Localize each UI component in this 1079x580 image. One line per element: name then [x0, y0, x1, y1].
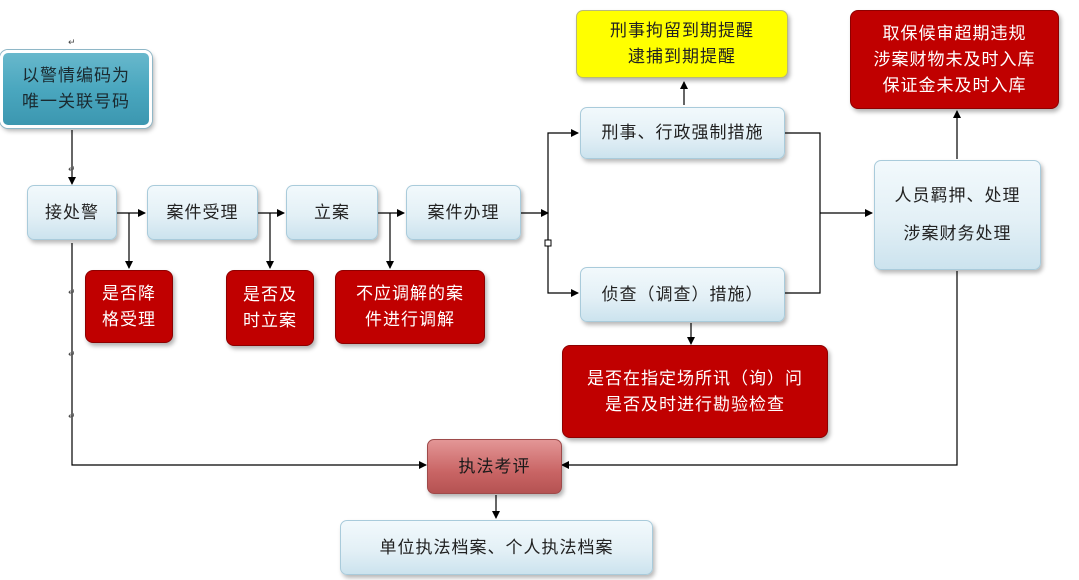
node-detention-reminder: 刑事拘留到期提醒 逮捕到期提醒: [576, 10, 788, 78]
node-alarm-code-line-2: 唯一关联号码: [22, 92, 130, 112]
node-alarm-code-line-1: 以警情编码为: [22, 66, 130, 86]
node-law-enforcement-evaluation-label: 执法考评: [458, 456, 531, 477]
node-case-accept: 案件受理: [147, 185, 258, 240]
node-detention-reminder-line-2: 逮捕到期提醒: [628, 47, 736, 67]
node-file-case-label: 立案: [314, 202, 350, 223]
node-detention-reminder-line-1: 刑事拘留到期提醒: [610, 21, 754, 41]
node-check-timely-filing: 是否及 时立案: [226, 270, 314, 346]
node-bail-violation-line-1: 取保候审超期违规: [882, 23, 1027, 44]
node-check-interrogation-line-1: 是否在指定场所讯（询）问: [587, 368, 803, 389]
paragraph-mark: ↵: [68, 412, 76, 422]
node-case-handle: 案件办理: [406, 185, 521, 240]
node-check-timely-filing-line-1: 是否及: [243, 285, 297, 305]
node-coercive-measures: 刑事、行政强制措施: [580, 107, 785, 159]
node-case-handle-label: 案件办理: [427, 202, 500, 223]
node-bail-violation-line-2: 涉案财物未及时入库: [873, 49, 1036, 70]
node-check-mediation: 不应调解的案 件进行调解: [335, 270, 485, 344]
paragraph-mark: ↵: [68, 165, 76, 175]
node-case-accept-label: 案件受理: [166, 202, 239, 223]
paragraph-mark: ↵: [68, 288, 76, 298]
node-person-property-line-2: 涉案财务处理: [903, 224, 1012, 244]
node-check-mediation-line-2: 件进行调解: [365, 310, 455, 330]
node-bail-violation-line-3: 保证金未及时入库: [882, 75, 1027, 96]
node-check-timely-filing-line-2: 时立案: [243, 311, 297, 331]
node-receive-alarm-label: 接处警: [45, 202, 99, 223]
node-alarm-code: 以警情编码为 唯一关联号码: [0, 50, 152, 128]
connector-coercive-to-merge: [785, 132, 821, 294]
node-check-mediation-line-1: 不应调解的案: [356, 284, 464, 304]
connector-right-to-evaluation: [561, 271, 958, 469]
paragraph-mark: ↵: [68, 350, 76, 360]
paragraph-mark: ↵: [68, 38, 76, 48]
node-file-case: 立案: [286, 185, 378, 240]
node-bail-violation: 取保候审超期违规 涉案财物未及时入库 保证金未及时入库: [850, 10, 1059, 109]
node-check-interrogation: 是否在指定场所讯（询）问 是否及时进行勘验检查: [562, 345, 828, 438]
connector-branch-to-investigation: [547, 213, 579, 297]
node-enforcement-archive: 单位执法档案、个人执法档案: [340, 520, 653, 575]
node-check-interrogation-line-2: 是否及时进行勘验检查: [605, 394, 785, 415]
connector-left-to-evaluation: [71, 243, 427, 469]
node-check-downgrade-line-1: 是否降: [102, 283, 156, 304]
node-person-property: 人员羁押、处理 涉案财务处理: [874, 160, 1041, 270]
connector-branch-to-coercive: [547, 129, 579, 213]
node-person-property-line-1: 人员羁押、处理: [894, 186, 1021, 206]
branch-junction: [544, 239, 552, 247]
node-investigation-measures-label: 侦查（调查）措施）: [601, 284, 764, 305]
node-enforcement-archive-label: 单位执法档案、个人执法档案: [379, 537, 614, 558]
node-check-downgrade: 是否降 格受理: [85, 270, 173, 343]
node-law-enforcement-evaluation: 执法考评: [427, 439, 562, 494]
node-coercive-measures-label: 刑事、行政强制措施: [601, 123, 764, 143]
node-receive-alarm: 接处警: [27, 185, 117, 240]
node-investigation-measures: 侦查（调查）措施）: [580, 267, 785, 322]
node-check-downgrade-line-2: 格受理: [102, 309, 156, 330]
